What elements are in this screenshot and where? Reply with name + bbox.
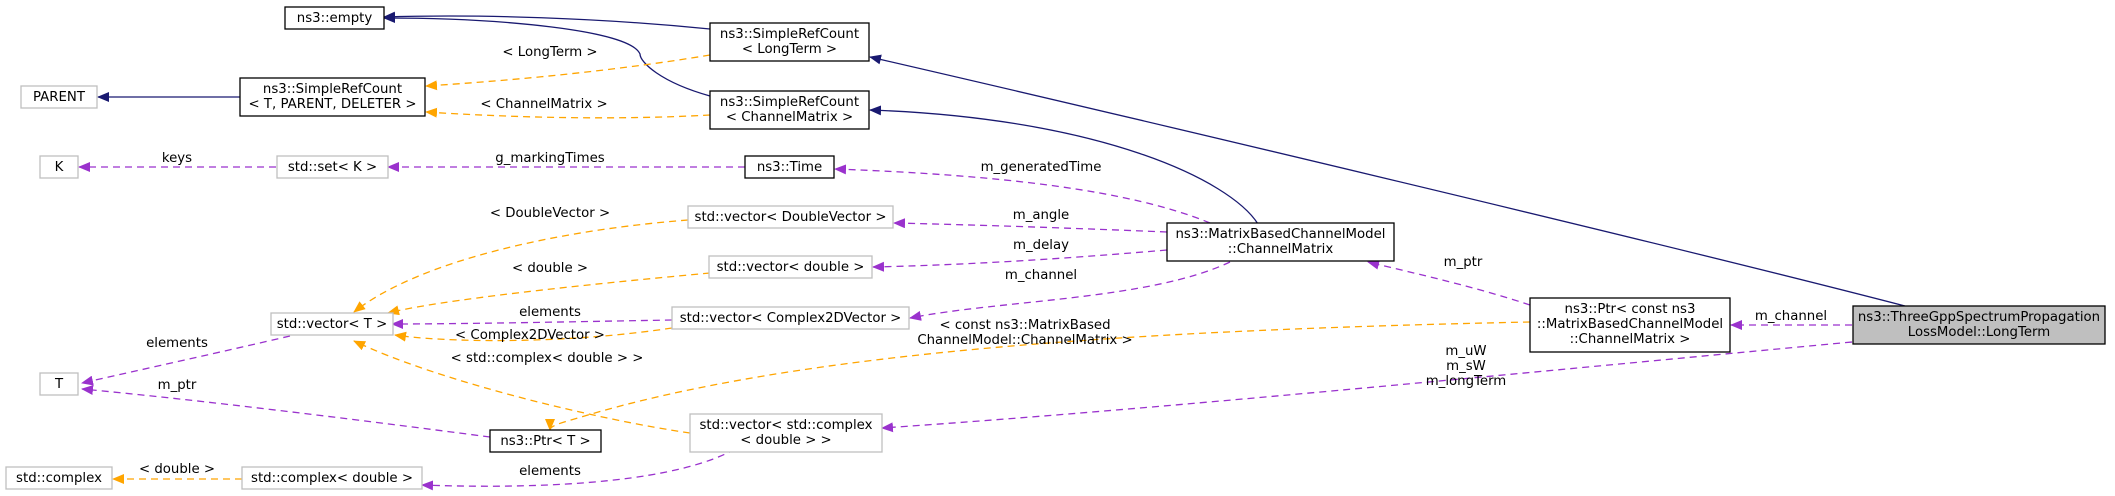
edge-sref-channelmatrix-to-empty [383, 13, 711, 97]
edge-label-elements-c2: elements [519, 305, 581, 320]
node-matrixbasedchannelmodel-channelmatrix[interactable]: ns3::MatrixBasedChannelModel::ChannelMat… [1166, 222, 1395, 262]
node-std-complex[interactable]: std::complex [5, 466, 113, 490]
svg-text:ns3::ThreeGppSpectrumPropagati: ns3::ThreeGppSpectrumPropagationLossMode… [1858, 310, 2100, 340]
edge-ptr-t-mptr [81, 385, 491, 438]
edge-sref-channelmatrix-template [425, 107, 711, 119]
svg-text:ns3::MatrixBasedChannelModel::: ns3::MatrixBasedChannelModel::ChannelMat… [1176, 227, 1386, 257]
svg-text:std::set< K >: std::set< K > [288, 160, 377, 175]
edge-label-m-channel-longterm: m_channel [1755, 309, 1827, 324]
node-std-vector-doublevector[interactable]: std::vector< DoubleVector > [687, 205, 894, 229]
svg-text:ns3::SimpleRefCount< LongTerm: ns3::SimpleRefCount< LongTerm > [720, 27, 859, 57]
edge-label-longterm-tpl: < LongTerm > [502, 45, 597, 60]
svg-text:std::vector< Complex2DVector >: std::vector< Complex2DVector > [680, 311, 902, 326]
edge-label-complex-double-tpl: < std::complex< double > > [451, 351, 644, 366]
edge-label-double-cx: < double > [139, 462, 215, 477]
edge-sref-longterm-to-empty [383, 11, 711, 30]
svg-text:std::vector< T >: std::vector< T > [277, 317, 388, 332]
svg-text:std::vector< double >: std::vector< double > [717, 260, 865, 275]
edge-label-m-generatedtime: m_generatedTime [981, 160, 1102, 175]
edges [78, 11, 1906, 491]
edge-label-channelmatrix-tpl: < ChannelMatrix > [480, 97, 607, 112]
svg-text:std::vector< std::complex< dou: std::vector< std::complex< double > > [700, 418, 873, 448]
edge-mbcm-to-sref-channelmatrix [869, 105, 1259, 225]
svg-text:ns3::SimpleRefCount< ChannelMa: ns3::SimpleRefCount< ChannelMatrix > [720, 95, 859, 125]
svg-text:ns3::Ptr< T >: ns3::Ptr< T > [500, 434, 590, 449]
node-t[interactable]: T [39, 372, 79, 396]
edge-vec-cx-template [353, 340, 691, 434]
svg-text:T: T [54, 377, 64, 392]
edge-mbcm-mangle [893, 218, 1168, 233]
edge-vec-dv-template [353, 219, 689, 313]
svg-text:std::vector< DoubleVector >: std::vector< DoubleVector > [695, 210, 887, 225]
node-ptr-const-channelmatrix[interactable]: ns3::Ptr< const ns3::MatrixBasedChannelM… [1529, 297, 1731, 353]
edge-label-doublevector-tpl: < DoubleVector > [490, 206, 610, 221]
edge-longterm-to-sref-longterm [869, 54, 1906, 307]
edge-mbcm-mgeneratedtime [834, 164, 1211, 224]
node-std-set-k[interactable]: std::set< K > [276, 155, 389, 179]
edge-label-m-ptr-ptrcm: m_ptr [1444, 255, 1483, 270]
node-simplerefcount-longterm[interactable]: ns3::SimpleRefCount< LongTerm > [709, 22, 870, 62]
svg-text:K: K [55, 160, 64, 175]
edge-label-g-markingtimes: g_markingTimes [495, 151, 604, 166]
svg-text:std::complex< double >: std::complex< double > [251, 471, 413, 486]
edge-vec-d-template [387, 272, 711, 316]
node-ns3-time[interactable]: ns3::Time [744, 155, 835, 179]
node-std-vector-std-complex[interactable]: std::vector< std::complex< double > > [689, 413, 883, 453]
svg-text:PARENT: PARENT [33, 90, 86, 105]
edge-label-elements-cx: elements [519, 464, 581, 479]
edge-mbcm-mchannel [909, 261, 1231, 321]
edge-label-m-delay: m_delay [1013, 238, 1069, 253]
edge-label-elements-t: elements [146, 336, 208, 351]
node-std-vector-complex2dvector[interactable]: std::vector< Complex2DVector > [671, 306, 910, 330]
edge-label-keys: keys [162, 151, 192, 166]
edge-vec-c2-template [394, 327, 673, 342]
node-simplerefcount-t-parent-deleter[interactable]: ns3::SimpleRefCount< T, PARENT, DELETER … [239, 77, 426, 117]
edge-longterm-muw [881, 341, 1853, 433]
edge-vec-cx-elements [421, 448, 736, 491]
node-std-vector-t[interactable]: std::vector< T > [270, 312, 394, 336]
nodes: ns3::empty ns3::SimpleRefCount< LongTerm… [5, 6, 2106, 490]
node-simplerefcount-channelmatrix[interactable]: ns3::SimpleRefCount< ChannelMatrix > [709, 90, 870, 130]
edge-label-complex2dvector-tpl: < Complex2DVector > [455, 328, 605, 343]
edge-label-double-tpl: < double > [512, 261, 588, 276]
edge-label-m-angle: m_angle [1013, 208, 1070, 223]
edge-mbcm-mdelay [872, 249, 1168, 272]
edge-label-m-channel-mbcm: m_channel [1005, 268, 1077, 283]
svg-text:ns3::Ptr< const ns3::MatrixBas: ns3::Ptr< const ns3::MatrixBasedChannelM… [1537, 302, 1723, 347]
edge-labels: < LongTerm > < ChannelMatrix > keys g_ma… [139, 45, 1827, 479]
node-std-vector-double[interactable]: std::vector< double > [708, 255, 873, 279]
edge-label-m-ptr-t: m_ptr [158, 378, 197, 393]
svg-text:ns3::empty: ns3::empty [297, 11, 373, 26]
node-ns3-ptr-t[interactable]: ns3::Ptr< T > [489, 429, 602, 453]
node-parent[interactable]: PARENT [20, 85, 98, 109]
node-std-complex-double[interactable]: std::complex< double > [241, 466, 423, 490]
edge-vec-c2-elements [391, 318, 673, 329]
node-ns3-empty[interactable]: ns3::empty [284, 6, 385, 30]
node-k[interactable]: K [39, 155, 79, 179]
svg-text:ns3::Time: ns3::Time [757, 160, 822, 175]
svg-text:ns3::SimpleRefCount< T, PARENT: ns3::SimpleRefCount< T, PARENT, DELETER … [249, 82, 417, 112]
svg-text:std::complex: std::complex [16, 471, 102, 486]
edge-ptr-cm-template [545, 321, 1531, 431]
